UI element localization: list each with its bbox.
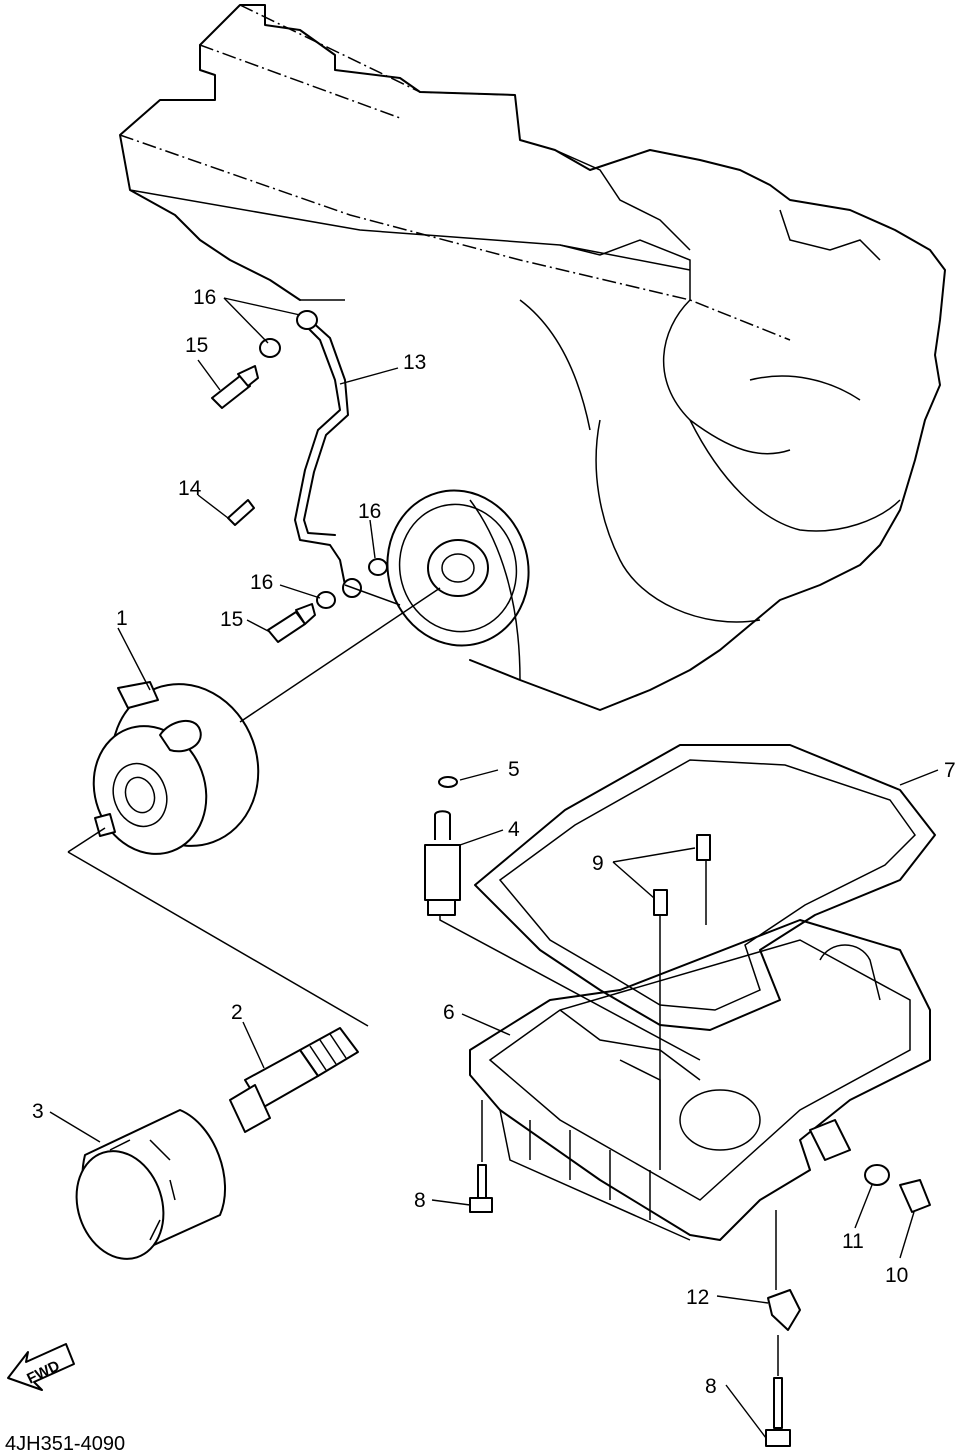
callout-4: 4 [508,818,520,841]
callout-13: 13 [403,351,426,374]
callout-16-lower: 16 [250,571,273,594]
callout-16-upper: 16 [193,286,216,309]
callout-3: 3 [32,1100,44,1123]
oil-filter [75,1109,226,1260]
callout-7: 7 [944,759,956,782]
bolts-and-washers [211,310,931,1447]
callout-11: 11 [842,1230,864,1253]
callout-5: 5 [508,758,520,781]
fwd-arrow-icon: FWD [7,1343,75,1391]
union-bolt [229,1027,359,1133]
oil-cooler [92,681,260,855]
leader-lines [49,297,939,1439]
pipe-and-oring [424,776,461,916]
engine-block [119,4,946,711]
callout-8-upper: 8 [414,1189,426,1212]
callout-10: 10 [885,1264,908,1287]
callout-2: 2 [231,1001,243,1024]
callout-8-lower: 8 [705,1375,717,1398]
callout-14: 14 [178,477,202,500]
callout-6: 6 [443,1001,455,1024]
assembly-lines [67,299,779,1376]
oil-pan [469,919,931,1241]
callout-12: 12 [686,1286,709,1309]
callout-1: 1 [116,607,128,630]
callout-16-right: 16 [358,500,381,523]
callout-15-upper: 15 [185,334,208,357]
oil-pan-gasket [474,744,936,1031]
callout-9: 9 [592,852,604,875]
callout-labels: 1 2 3 4 5 6 7 8 8 9 10 11 12 13 14 15 15… [32,286,956,1398]
diagram-code: 4JH351-4090 [5,1433,125,1455]
callout-15-lower: 15 [220,608,243,631]
